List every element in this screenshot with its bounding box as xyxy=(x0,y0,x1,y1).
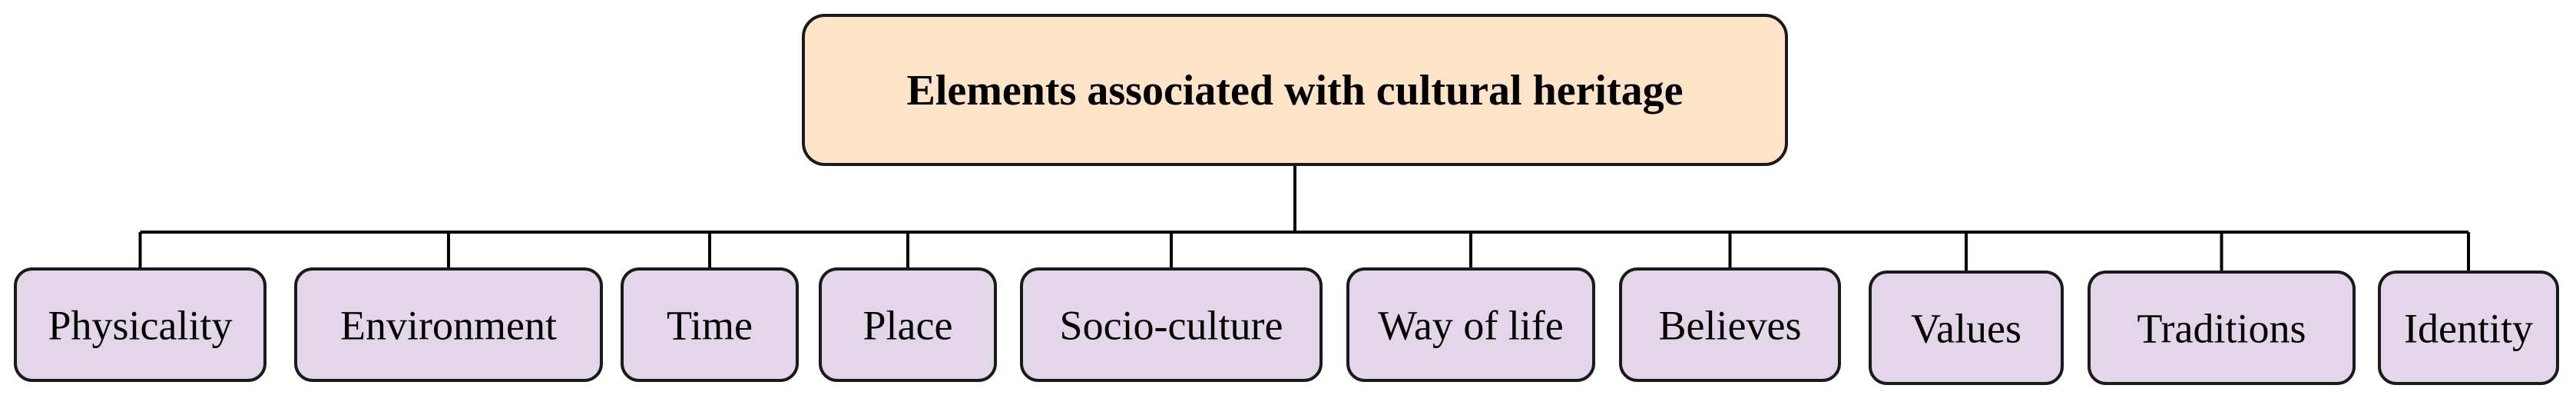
root-node-label: Elements associated with cultural herita… xyxy=(907,67,1684,115)
child-node: Values xyxy=(1869,271,2064,385)
child-node-box xyxy=(294,267,603,382)
child-node-box xyxy=(1869,271,2064,385)
child-node-label: Traditions xyxy=(2137,306,2306,352)
child-node: Believes xyxy=(1619,267,1841,382)
child-node-label: Identity xyxy=(2404,306,2533,352)
child-node-label: Values xyxy=(1911,306,2021,352)
child-node: Time xyxy=(621,267,799,382)
child-node-box xyxy=(621,267,799,382)
child-node-box xyxy=(2378,271,2559,385)
child-node-box xyxy=(1346,267,1595,382)
child-node-label: Time xyxy=(667,303,753,349)
child-node: Place xyxy=(819,267,997,382)
child-node-label: Way of life xyxy=(1378,303,1564,349)
child-node-label: Environment xyxy=(340,303,557,349)
child-node-label: Place xyxy=(863,303,953,349)
child-node: Socio-culture xyxy=(1020,267,1323,382)
child-node-box xyxy=(14,267,267,382)
root-node-box xyxy=(802,14,1788,166)
child-node-label: Socio-culture xyxy=(1060,303,1283,349)
child-node: Traditions xyxy=(2088,271,2356,385)
child-node-label: Believes xyxy=(1659,303,1802,349)
child-node-box xyxy=(1020,267,1323,382)
child-node: Environment xyxy=(294,267,603,382)
child-node-box xyxy=(2088,271,2356,385)
child-node: Identity xyxy=(2378,271,2559,385)
child-nodes: Physicality Environment Time Place Socio-cul… xyxy=(14,267,2559,385)
child-node: Physicality xyxy=(14,267,267,382)
child-node-box xyxy=(819,267,997,382)
child-node-box xyxy=(1619,267,1841,382)
child-node-label: Physicality xyxy=(48,303,233,349)
connector-lines xyxy=(138,164,2470,272)
child-node: Way of life xyxy=(1346,267,1595,382)
root-node: Elements associated with cultural herita… xyxy=(802,14,1788,166)
